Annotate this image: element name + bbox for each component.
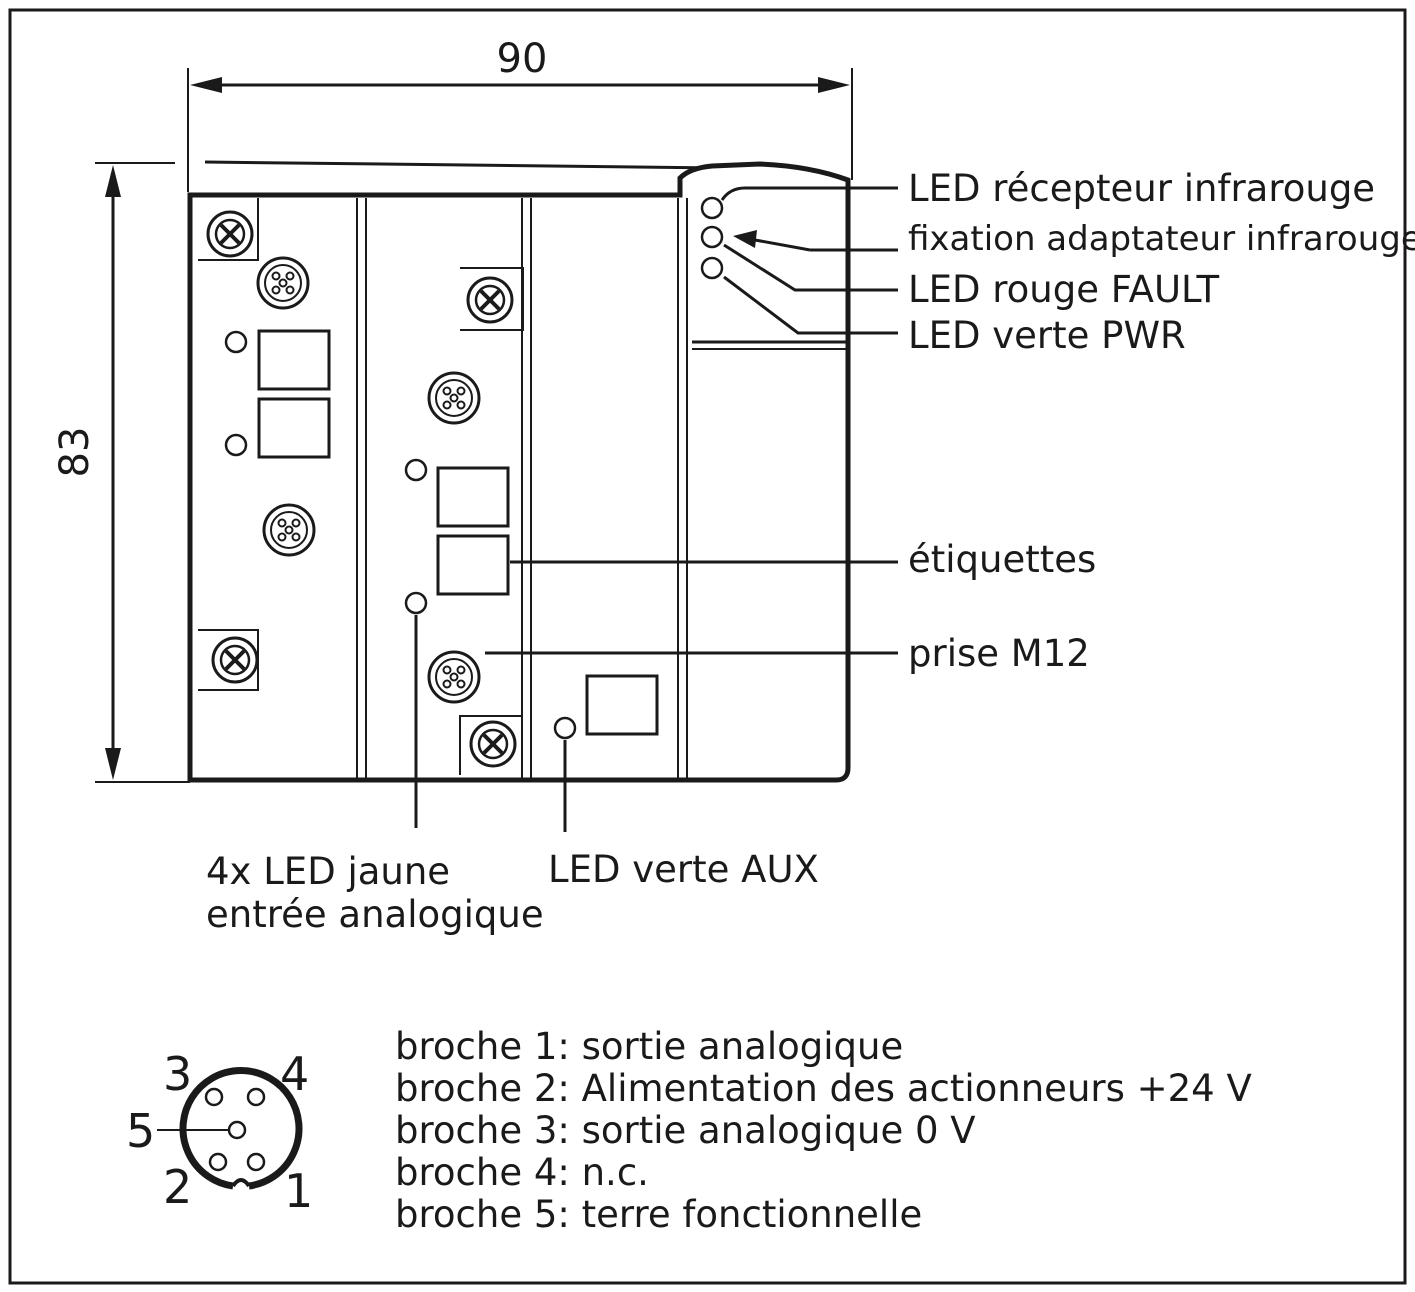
pinout-line: broche 5: terre fonctionnelle	[395, 1193, 922, 1236]
pinout-line: broche 1: sortie analogique	[395, 1025, 903, 1068]
width-dimension-label: 90	[497, 36, 548, 82]
screw-icon	[466, 276, 514, 324]
led-ir-receiver	[700, 196, 724, 220]
module-body	[187, 160, 851, 783]
pin-number: 1	[284, 1164, 313, 1218]
led-red-fault	[700, 225, 724, 249]
pinout-line: broche 3: sortie analogique 0 V	[395, 1109, 976, 1152]
screw-icon	[206, 210, 254, 258]
screw-icon	[469, 720, 517, 768]
pin-number: 4	[280, 1047, 309, 1101]
callout-labels: étiquettes	[908, 538, 1096, 581]
height-dimension-label: 83	[52, 427, 98, 478]
led-indicator	[224, 433, 248, 457]
led-indicator	[224, 330, 248, 354]
leader-lines	[414, 186, 898, 832]
connector-pinout-diagram: 3 4 5 2 1	[126, 1047, 313, 1218]
screw-icon	[211, 636, 259, 684]
pinout-legend: broche 1: sortie analogique broche 2: Al…	[395, 1025, 1252, 1236]
callout-led-green-pwr: LED verte PWR	[908, 314, 1186, 357]
m12-socket-icon	[427, 650, 481, 704]
led-indicator	[553, 716, 577, 740]
label-fields	[257, 329, 659, 736]
callout-led-ir-receiver: LED récepteur infrarouge	[908, 167, 1375, 210]
callout-m12-socket: prise M12	[908, 632, 1090, 675]
pin-number: 5	[126, 1104, 155, 1158]
pin-number: 2	[163, 1160, 192, 1214]
callout-led-red-fault: LED rouge FAULT	[908, 268, 1220, 311]
pinout-line: broche 2: Alimentation des actionneurs +…	[395, 1067, 1252, 1110]
height-dimension: 83	[52, 162, 190, 783]
callout-led-yellow-line1: 4x LED jaune	[206, 850, 450, 893]
outer-frame	[8, 8, 1407, 1285]
callout-led-green-aux: LED verte AUX	[548, 848, 819, 891]
m12-socket-icon	[256, 256, 310, 310]
led-green-pwr	[700, 256, 724, 280]
callout-ir-adapter-mount: fixation adaptateur infrarouge	[908, 219, 1415, 259]
module-leds	[224, 196, 724, 740]
led-indicator	[404, 458, 428, 482]
pinout-line: broche 4: n.c.	[395, 1151, 649, 1194]
mounting-screws	[198, 198, 524, 775]
m12-socket-icon	[427, 371, 481, 425]
led-indicator	[404, 591, 428, 615]
callout-led-yellow-line2: entrée analogique	[206, 893, 544, 936]
pin-number: 3	[163, 1047, 192, 1101]
m12-socket-icon	[262, 503, 316, 557]
width-dimension: 90	[187, 36, 853, 192]
